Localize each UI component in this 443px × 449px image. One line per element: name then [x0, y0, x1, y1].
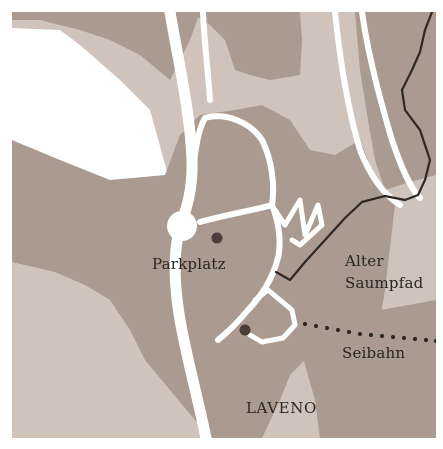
land-dark-upper-right [355, 12, 436, 190]
label-parkplatz: Parkplatz [152, 255, 226, 273]
label-seibahn: Seibahn [342, 344, 406, 362]
label-laveno: LAVENO [246, 399, 317, 417]
road-upper-right-b [359, 9, 423, 201]
land-dark-central [12, 105, 395, 438]
land-dark-lower-right [300, 300, 436, 438]
road-switchbacks [272, 197, 325, 248]
roundabout [167, 211, 197, 241]
seibahn-station-marker [239, 324, 251, 336]
road-east-branch [215, 202, 283, 343]
trail-alter-saumpfad [274, 10, 434, 282]
road-upper-branch [200, 9, 213, 103]
label-saumpfad: Saumpfad [345, 274, 424, 292]
land-dark-stripe [190, 12, 302, 80]
label-alter: Alter [345, 252, 384, 270]
road-upper-right-a [332, 9, 403, 208]
land-dark-upper-left [12, 12, 200, 80]
road-loop [189, 113, 277, 225]
parkplatz-marker [211, 232, 223, 244]
road-lower-loop [247, 287, 298, 345]
